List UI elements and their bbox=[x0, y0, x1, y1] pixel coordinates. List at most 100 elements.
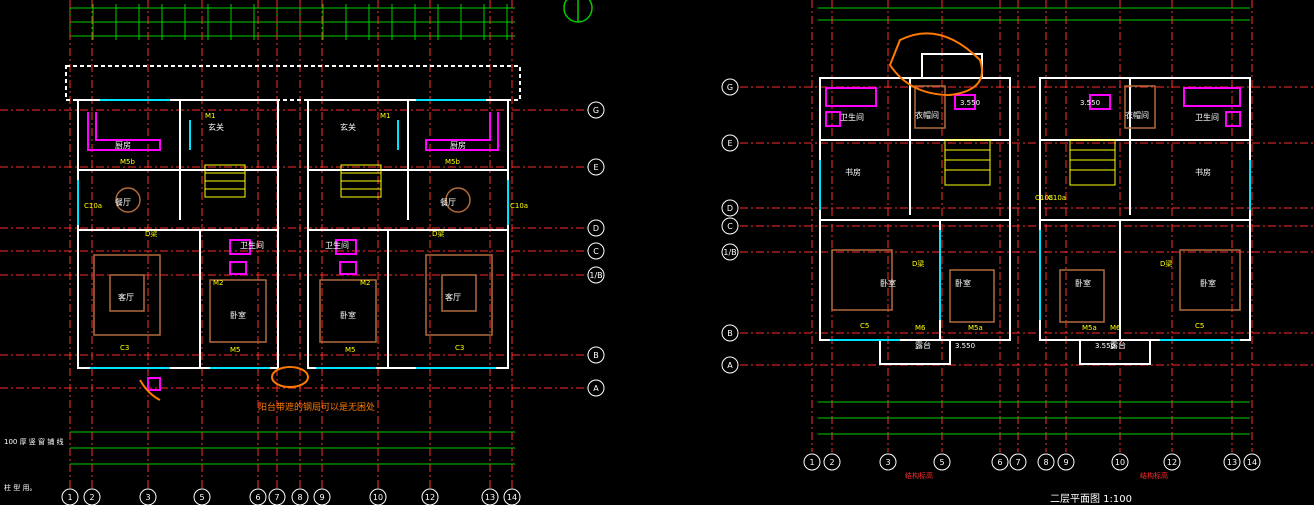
code-label: C3 bbox=[120, 344, 129, 352]
code-label: M1 bbox=[205, 112, 216, 120]
left-legend-line-2: 柱 型 用。 bbox=[4, 483, 36, 492]
right-plan-title: 二层平面图 1:100 bbox=[1050, 493, 1132, 505]
right-bottom-note-1: 结构标高 bbox=[905, 471, 933, 480]
elevation-label: 3.550 bbox=[955, 342, 975, 350]
svg-text:G: G bbox=[727, 83, 733, 92]
svg-text:13: 13 bbox=[485, 493, 495, 502]
axis-bubble-12: 12 bbox=[421, 488, 439, 505]
axis-bubble-E: E bbox=[587, 158, 605, 176]
axis-bubble-9: 9 bbox=[1057, 453, 1075, 471]
room-label: 书房 bbox=[1195, 167, 1211, 177]
svg-text:E: E bbox=[593, 163, 598, 172]
axis-bubble-5: 5 bbox=[933, 453, 951, 471]
code-label: C3 bbox=[455, 344, 464, 352]
code-label: M1 bbox=[380, 112, 391, 120]
room-label: 厨房 bbox=[115, 140, 131, 150]
room-label: 卧室 bbox=[340, 310, 356, 320]
room-label: 卫生间 bbox=[1195, 112, 1219, 122]
code-label: M5b bbox=[120, 158, 135, 166]
room-label: 玄关 bbox=[340, 122, 356, 132]
svg-text:C: C bbox=[593, 247, 599, 256]
room-label: 卫生间 bbox=[325, 240, 349, 250]
svg-text:10: 10 bbox=[1115, 458, 1125, 467]
axis-bubble-7: 7 bbox=[1009, 453, 1027, 471]
svg-text:B: B bbox=[727, 329, 733, 338]
svg-text:E: E bbox=[727, 139, 732, 148]
svg-text:14: 14 bbox=[507, 493, 517, 502]
svg-text:A: A bbox=[593, 384, 599, 393]
room-label: 卧室 bbox=[955, 278, 971, 288]
code-label: M2 bbox=[360, 279, 371, 287]
svg-text:9: 9 bbox=[319, 493, 324, 502]
left-legend-line-1: 100 厚 竖 窗 铺 线 bbox=[4, 437, 64, 446]
svg-text:8: 8 bbox=[297, 493, 302, 502]
elevation-label: 3.550 bbox=[1080, 99, 1100, 107]
axis-bubble-5: 5 bbox=[193, 488, 211, 505]
axis-bubble-1: 1 bbox=[803, 453, 821, 471]
code-label: M2 bbox=[213, 279, 224, 287]
svg-text:G: G bbox=[593, 106, 599, 115]
right-fixtures bbox=[825, 87, 1241, 127]
svg-text:5: 5 bbox=[939, 458, 944, 467]
axis-bubble-B: B bbox=[721, 324, 739, 342]
axis-bubble-G: G bbox=[721, 78, 739, 96]
axis-bubble-8: 8 bbox=[1037, 453, 1055, 471]
right-top-dimension-lines bbox=[818, 7, 1250, 21]
axis-bubble-10: 10 bbox=[369, 488, 387, 505]
right-stairs bbox=[944, 139, 1116, 186]
right-windows bbox=[819, 160, 1251, 341]
axis-bubble-2: 2 bbox=[823, 453, 841, 471]
right-furniture bbox=[831, 85, 1241, 323]
room-label: 卧室 bbox=[1200, 278, 1216, 288]
svg-text:C: C bbox=[727, 222, 733, 231]
axis-bubble-8: 8 bbox=[291, 488, 309, 505]
axis-bubble-2: 2 bbox=[83, 488, 101, 505]
axis-bubble-1-B: 1/B bbox=[587, 266, 605, 284]
elevation-label: 3.550 bbox=[1095, 342, 1115, 350]
axis-bubble-A: A bbox=[587, 379, 605, 397]
svg-text:3: 3 bbox=[885, 458, 890, 467]
axis-bubble-7: 7 bbox=[268, 488, 286, 505]
code-label: M5 bbox=[345, 346, 356, 354]
svg-text:2: 2 bbox=[89, 493, 94, 502]
axis-bubble-1-B: 1/B bbox=[721, 243, 739, 261]
svg-text:7: 7 bbox=[274, 493, 279, 502]
axis-bubble-14: 14 bbox=[503, 488, 521, 505]
axis-bubble-13: 13 bbox=[481, 488, 499, 505]
code-label: D梁 bbox=[145, 229, 157, 238]
axis-bubble-E: E bbox=[721, 134, 739, 152]
room-label: 客厅 bbox=[445, 292, 461, 302]
svg-text:5: 5 bbox=[199, 493, 204, 502]
code-label: D梁 bbox=[1160, 259, 1172, 268]
room-label: 露台 bbox=[915, 340, 931, 350]
axis-bubble-3: 3 bbox=[139, 488, 157, 505]
code-label: M5 bbox=[230, 346, 241, 354]
svg-text:3: 3 bbox=[145, 493, 150, 502]
svg-text:1/B: 1/B bbox=[589, 271, 602, 280]
svg-text:10: 10 bbox=[373, 493, 383, 502]
axis-bubble-13: 13 bbox=[1223, 453, 1241, 471]
axis-bubble-6: 6 bbox=[249, 488, 267, 505]
code-label: M5b bbox=[445, 158, 460, 166]
axis-bubble-1: 1 bbox=[61, 488, 79, 505]
axis-bubble-3: 3 bbox=[879, 453, 897, 471]
room-label: 卫生间 bbox=[240, 240, 264, 250]
left-windows bbox=[77, 99, 509, 369]
axis-bubble-10: 10 bbox=[1111, 453, 1129, 471]
axis-bubble-D: D bbox=[721, 199, 739, 217]
axis-bubble-C: C bbox=[587, 242, 605, 260]
code-label: C10a bbox=[510, 202, 528, 210]
svg-text:2: 2 bbox=[829, 458, 834, 467]
right-bottom-note-2: 结构标高 bbox=[1140, 471, 1168, 480]
code-label: C5 bbox=[860, 322, 869, 330]
room-label: 卧室 bbox=[880, 278, 896, 288]
room-label: 衣帽间 bbox=[1125, 110, 1149, 120]
